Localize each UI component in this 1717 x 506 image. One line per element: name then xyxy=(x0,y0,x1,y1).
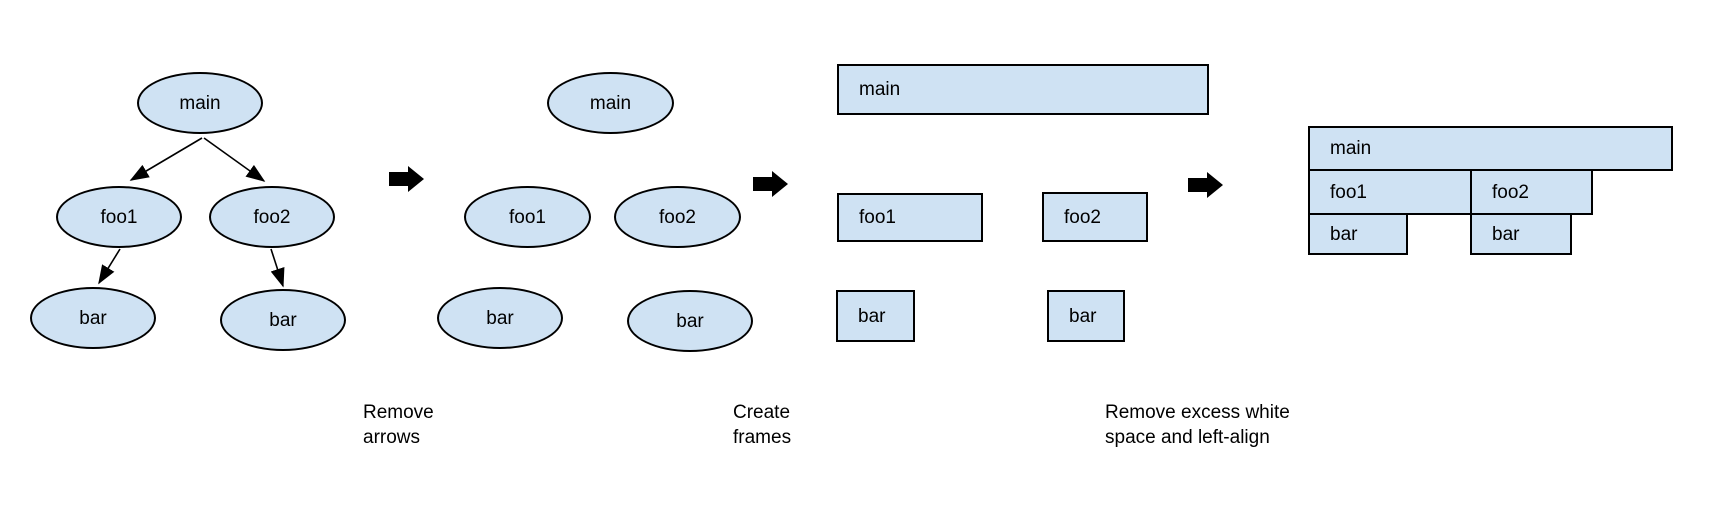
node-label: main xyxy=(859,79,901,100)
node-label: main xyxy=(589,92,632,114)
caption-remove-whitespace: Remove excess white space and left-align xyxy=(1105,402,1290,448)
node-label: bar xyxy=(1330,223,1358,245)
stage1-node-bar-right: bar xyxy=(220,289,346,351)
node-label: foo2 xyxy=(1064,206,1101,228)
node-label: bar xyxy=(79,307,107,329)
stage2-node-foo2: foo2 xyxy=(614,186,741,248)
node-label: main xyxy=(1330,138,1372,159)
node-label: bar xyxy=(269,309,297,331)
node-label: bar xyxy=(486,307,514,329)
stage2-node-foo1: foo1 xyxy=(464,186,591,248)
edge-foo2-bar xyxy=(270,248,285,288)
node-label: bar xyxy=(1492,223,1520,245)
caption-create-frames: Create frames xyxy=(733,402,792,448)
stage4-frame-foo1: foo1 xyxy=(1308,169,1472,215)
stage3-frame-bar-right: bar xyxy=(1047,290,1125,342)
node-label: foo1 xyxy=(1330,181,1367,203)
edge-main-foo2 xyxy=(203,137,266,182)
stage3-frame-foo2: foo2 xyxy=(1042,192,1148,242)
stage1-node-bar-left: bar xyxy=(30,287,156,349)
node-label: foo1 xyxy=(100,206,138,228)
node-label: bar xyxy=(676,310,704,332)
stage4-frame-bar-right: bar xyxy=(1470,213,1572,255)
transition-arrow-2 xyxy=(753,171,788,197)
stage1-node-foo1: foo1 xyxy=(56,186,182,248)
stage4-frame-foo2: foo2 xyxy=(1470,169,1593,215)
node-label: bar xyxy=(858,305,886,327)
stage3-frame-main: main xyxy=(837,64,1209,115)
transition-arrow-1 xyxy=(389,166,424,192)
caption-remove-arrows: Remove arrows xyxy=(363,402,434,448)
stage1-node-main: main xyxy=(137,72,263,134)
transition-arrow-3 xyxy=(1188,172,1223,198)
stage2-node-bar-left: bar xyxy=(437,287,563,349)
node-label: foo2 xyxy=(1492,181,1529,203)
node-label: bar xyxy=(1069,305,1097,327)
node-label: foo2 xyxy=(253,206,291,228)
stage4-frame-bar-left: bar xyxy=(1308,213,1408,255)
stage1-node-foo2: foo2 xyxy=(209,186,335,248)
stage2-node-main: main xyxy=(547,72,674,134)
node-label: main xyxy=(179,92,221,114)
edge-foo1-bar xyxy=(98,248,121,285)
edge-main-foo1 xyxy=(129,137,203,181)
stage3-frame-foo1: foo1 xyxy=(837,193,983,242)
node-label: foo1 xyxy=(859,207,896,228)
node-label: foo1 xyxy=(509,206,546,228)
node-label: foo2 xyxy=(659,206,696,228)
stage2-node-bar-right: bar xyxy=(627,290,753,352)
stage3-frame-bar-left: bar xyxy=(836,290,915,342)
stage4-frame-main: main xyxy=(1308,126,1673,171)
